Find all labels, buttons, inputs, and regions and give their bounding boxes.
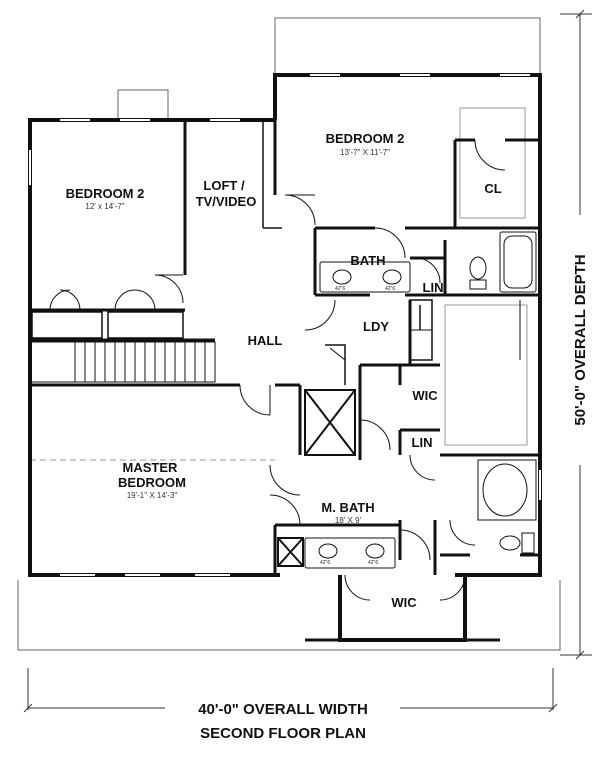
master-line1: MASTER bbox=[123, 460, 179, 475]
master-line2: BEDROOM bbox=[118, 475, 186, 490]
hall-name: HALL bbox=[248, 333, 283, 348]
chase-boxes bbox=[277, 344, 356, 567]
overall-depth-label: 50'-0" OVERALL DEPTH bbox=[572, 254, 589, 425]
room-labels: BEDROOM 2 12' x 14'-7" BEDROOM 2 13'-7" … bbox=[66, 131, 502, 610]
bedroom-2-upper-size: 13'-7" X 11'-7" bbox=[340, 148, 390, 157]
sink-label: 42"6 bbox=[385, 286, 395, 292]
linen-1-name: LIN bbox=[423, 280, 444, 295]
bath-name: BATH bbox=[350, 253, 385, 268]
wic-2-name: WIC bbox=[391, 595, 417, 610]
overall-width-label: 40'-0" OVERALL WIDTH bbox=[198, 701, 368, 718]
door-swings bbox=[49, 139, 506, 601]
loft-line2: TV/VIDEO bbox=[196, 194, 257, 209]
loft-line1: LOFT / bbox=[203, 178, 245, 193]
bedroom-2-upper-name: BEDROOM 2 bbox=[326, 131, 405, 146]
master-bath-name: M. BATH bbox=[321, 500, 374, 515]
closet-name: CL bbox=[484, 181, 501, 196]
dimension-lines bbox=[23, 9, 592, 713]
floor-plan-caption: SECOND FLOOR PLAN bbox=[200, 725, 366, 742]
stairs bbox=[29, 341, 216, 383]
bedroom-2-left-size: 12' x 14'-7" bbox=[85, 202, 124, 211]
sink-label: 42"6 bbox=[320, 560, 330, 566]
laundry-name: LDY bbox=[363, 319, 389, 334]
sink-label: 42"6 bbox=[335, 286, 345, 292]
sink-label: 42"6 bbox=[368, 560, 378, 566]
sink-labels: 42"6 42"6 42"6 42"6 bbox=[320, 286, 395, 566]
interior-walls bbox=[30, 120, 540, 575]
linen-2-name: LIN bbox=[412, 435, 433, 450]
fixtures bbox=[304, 231, 537, 569]
master-size: 19'-1" X 14'-3" bbox=[127, 491, 178, 500]
roof-outline bbox=[17, 17, 561, 651]
master-bath-size: 18' X 9' bbox=[335, 516, 362, 525]
windows bbox=[29, 74, 541, 576]
bedroom-2-left-name: BEDROOM 2 bbox=[66, 186, 145, 201]
wic-1-name: WIC bbox=[412, 388, 438, 403]
